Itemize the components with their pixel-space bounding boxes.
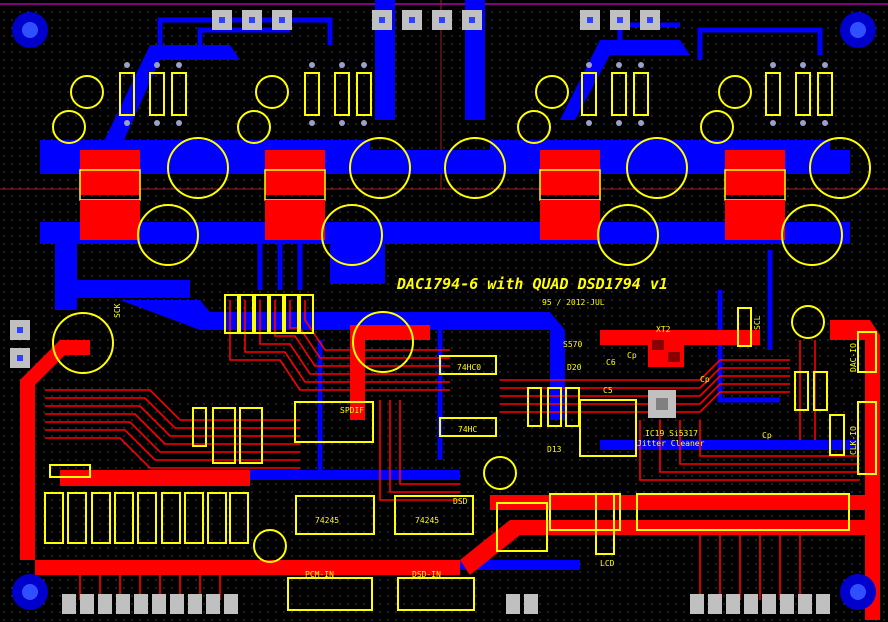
dac-chip-footprints xyxy=(79,150,786,240)
output-header-pads xyxy=(10,10,660,368)
dsd-in-label: DSD-IN xyxy=(412,570,441,579)
ic-74hc-b-label: 74HC xyxy=(458,425,477,434)
ic-74hc-a-outline xyxy=(439,355,497,375)
ic-outlines xyxy=(287,331,877,611)
ic-74hc-a-label: 74HC0 xyxy=(457,363,481,372)
spdif-ic-outline xyxy=(294,401,374,443)
lcd-label: LCD xyxy=(600,559,615,568)
jitter-cleaner-label: Jitter Cleaner xyxy=(637,439,705,448)
ic-74245-b-label: 74245 xyxy=(415,516,439,525)
dsd-in-header-outline xyxy=(397,577,475,611)
board-title: DAC1794-6 with QUAD DSD1794 v1 xyxy=(396,275,668,293)
ic19-label: IC19 Si5317 xyxy=(645,429,698,438)
xt2-label: XT2 xyxy=(656,325,671,334)
c5-label: C5 xyxy=(603,386,613,395)
resistors xyxy=(44,72,833,544)
ic-74hc-b-outline xyxy=(439,417,497,437)
ic-74245-a-label: 74245 xyxy=(315,516,339,525)
clk-io-label: CLK-IO xyxy=(849,426,858,455)
pcm-in-label: PCM-IN xyxy=(305,570,334,579)
s570-label: S570 xyxy=(563,340,582,349)
crystal-xt2 xyxy=(648,335,684,418)
scl-label: SCL xyxy=(753,315,762,330)
lcd-header-outline xyxy=(636,493,850,531)
d20-label: D20 xyxy=(567,363,582,372)
silkscreen-text: DAC1794-6 with QUAD DSD1794 v1 95 / 2012… xyxy=(113,275,858,579)
ic-74245-b-outline xyxy=(394,495,474,535)
mounting-holes xyxy=(12,12,876,610)
cp-label-3: Cp xyxy=(762,431,772,440)
board-date: 95 / 2012-JUL xyxy=(542,298,605,307)
dac-io-label: DAC-IO xyxy=(849,343,858,372)
bottom-header-pads xyxy=(62,594,830,614)
resistor-pads xyxy=(124,62,828,126)
ic-74245-a-outline xyxy=(295,495,375,535)
top-copper-layer xyxy=(20,300,880,620)
dsd-label: DSD xyxy=(453,497,468,506)
capacitors-large xyxy=(52,75,871,563)
d13-label: D13 xyxy=(547,445,562,454)
spdif-label: SPDIF xyxy=(340,406,364,415)
cp-label-1: Cp xyxy=(627,351,637,360)
c6-label: C6 xyxy=(606,358,616,367)
sck-label: SCK xyxy=(113,303,122,318)
cp-label-2: Cp xyxy=(700,375,710,384)
pcm-in-header-outline xyxy=(287,577,373,611)
